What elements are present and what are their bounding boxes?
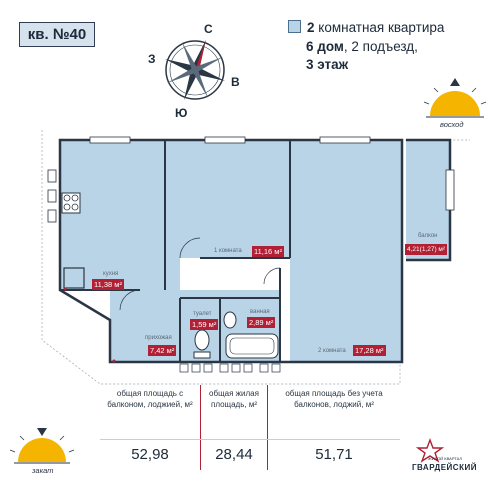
info-floor: 3 этаж bbox=[288, 56, 444, 75]
rooms-text: комнатная квартира bbox=[314, 20, 445, 35]
room1-area-value: 11,16 м² bbox=[252, 246, 284, 257]
room1-label: 1 комната bbox=[214, 248, 242, 254]
bathtub-icon bbox=[225, 333, 279, 359]
house-number: 6 дом bbox=[306, 38, 344, 54]
hall-area-value: 7,42 м² bbox=[148, 345, 177, 356]
logo-name: ГВАРДЕЙСКИЙ bbox=[412, 463, 477, 472]
room2-area-value: 17,28 м² bbox=[353, 345, 386, 356]
stat-value: 52,98 bbox=[131, 446, 169, 463]
stats-hline bbox=[100, 439, 400, 440]
stat-header: общая площадь с балконом, лоджией, м² bbox=[107, 389, 193, 409]
info-house: 6 дом, 2 подъезд, bbox=[288, 38, 444, 57]
floor-number: 3 этаж bbox=[306, 57, 349, 72]
bath-sink-icon bbox=[223, 311, 237, 329]
kitchen-label: кухня bbox=[103, 271, 119, 277]
apartment-info: 2 комнатная квартира 6 дом, 2 подъезд, 3… bbox=[288, 19, 444, 75]
logo-subtitle: ЖИЛОЙ КВАРТАЛ bbox=[428, 456, 463, 461]
stat-total-with-balcony: общая площадь с балконом, лоджией, м² 52… bbox=[100, 388, 200, 463]
stat-living: общая жилая площадь, м² 28,44 bbox=[201, 388, 267, 463]
stat-value: 28,44 bbox=[215, 446, 253, 463]
room2-area bbox=[290, 140, 402, 362]
toilet-icon bbox=[194, 329, 210, 351]
hallway-area bbox=[110, 258, 180, 362]
balcony-area-value: 4,21(1,27) м² bbox=[405, 244, 448, 255]
sunrise-label: восход bbox=[440, 120, 464, 129]
area-stats: общая площадь с балконом, лоджией, м² 52… bbox=[100, 388, 400, 468]
stats-divider-1 bbox=[200, 385, 201, 470]
stove-icon bbox=[61, 192, 81, 214]
stat-total-without-balcony: общая площадь без учета балконов, лоджий… bbox=[268, 388, 400, 463]
balcony-label: балкон bbox=[418, 233, 438, 239]
room-color-swatch bbox=[288, 20, 301, 33]
stat-value: 51,71 bbox=[315, 446, 353, 463]
kitchen-area bbox=[60, 140, 165, 290]
radiators bbox=[179, 363, 281, 373]
info-rooms: 2 комнатная квартира bbox=[288, 19, 444, 38]
balcony-area bbox=[406, 140, 450, 260]
entrance-text: , 2 подъезд, bbox=[343, 38, 418, 54]
cabinet-icon bbox=[63, 267, 85, 289]
stats-divider-2 bbox=[267, 385, 268, 470]
apartment-number-badge: кв. №40 bbox=[19, 22, 95, 47]
rooms-count: 2 bbox=[307, 20, 315, 35]
stat-header: общая жилая площадь, м² bbox=[209, 389, 259, 409]
bath-area-value: 2,89 м² bbox=[247, 317, 276, 328]
hall-label: прихожая bbox=[145, 335, 172, 341]
toilet-area-value: 1,59 м² bbox=[190, 319, 219, 330]
room2-label: 2 комната bbox=[318, 348, 346, 354]
kitchen-area-value: 11,38 м² bbox=[92, 279, 124, 290]
stat-header: общая площадь без учета балконов, лоджий… bbox=[285, 389, 383, 409]
bath-label: ванная bbox=[250, 309, 270, 315]
sunset-label: закат bbox=[32, 466, 54, 475]
room1-area bbox=[165, 140, 290, 258]
toilet-label: туалет bbox=[193, 311, 212, 317]
kitchen-fixtures bbox=[47, 169, 57, 223]
